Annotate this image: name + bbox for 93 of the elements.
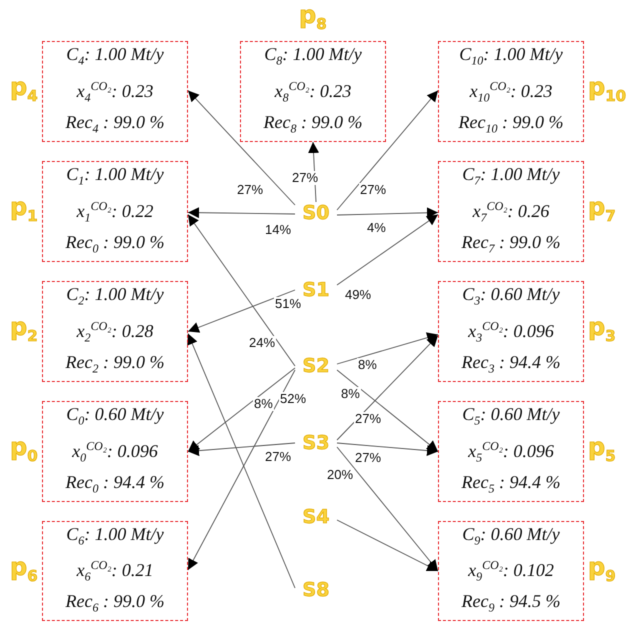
parameter-text: x$_{2}$$^{CO₂}$: 0.28 (76, 318, 154, 346)
parameter-text: C$_{0}$: 0.60 Mt/y (66, 404, 164, 430)
arrow (336, 442, 438, 456)
source-label: S0 (297, 202, 335, 224)
parameter-text: Rec$_{7}$ : 99.0 % (462, 232, 560, 258)
edge-label: 27% (236, 183, 264, 197)
parameter-text: Rec$_{10}$ : 99.0 % (458, 112, 564, 138)
arrow (336, 520, 438, 572)
node-label: p$_{7}$ (588, 194, 616, 227)
source-label: S2 (297, 355, 335, 377)
edge-label: 27% (354, 451, 382, 465)
arrow (188, 214, 296, 366)
node-label: p$_{2}$ (10, 314, 38, 347)
arrow (336, 332, 438, 364)
edge-label: 20% (326, 468, 354, 482)
arrow (336, 335, 438, 440)
node-label: p$_{8}$ (299, 2, 327, 35)
parameter-text: x$_{1}$$^{CO₂}$: 0.22 (76, 198, 154, 226)
arrow (336, 214, 438, 286)
edge-label: 27% (354, 412, 382, 426)
process-box (438, 41, 584, 142)
parameter-text: x$_{5}$$^{CO₂}$: 0.096 (468, 438, 554, 466)
parameter-text: C$_{1}$: 1.00 Mt/y (66, 164, 164, 190)
arrow (336, 446, 438, 572)
parameter-text: C$_{6}$: 1.00 Mt/y (66, 524, 164, 550)
process-box (438, 161, 584, 262)
arrow (187, 333, 296, 588)
arrow (188, 290, 296, 333)
parameter-text: Rec$_{0}$ : 99.0 % (66, 232, 164, 258)
arrow (188, 370, 296, 570)
process-box (438, 281, 584, 382)
node-label: p$_{5}$ (588, 434, 616, 467)
process-box (42, 521, 188, 621)
node-label: p$_{9}$ (588, 554, 616, 586)
parameter-text: Rec$_{9}$ : 94.5 % (462, 591, 560, 617)
edge-label: 8% (357, 358, 378, 372)
arrow (188, 90, 296, 206)
parameter-text: Rec$_{3}$ : 94.4 % (462, 352, 560, 378)
process-box (42, 401, 188, 502)
source-label: S8 (297, 579, 335, 601)
arrow (188, 207, 296, 218)
process-box (42, 281, 188, 382)
process-box (240, 41, 386, 142)
arrow (336, 207, 438, 218)
arrow (336, 90, 438, 210)
edge-label: 4% (366, 221, 387, 235)
parameter-text: C$_{9}$: 0.60 Mt/y (462, 524, 560, 550)
parameter-text: x$_{8}$$^{CO₂}$: 0.23 (274, 78, 352, 106)
parameter-text: Rec$_{2}$ : 99.0 % (66, 352, 164, 378)
node-label: p$_{3}$ (588, 314, 616, 347)
edge-label: 8% (340, 387, 361, 401)
arrow (188, 442, 296, 456)
parameter-text: C$_{3}$: 0.60 Mt/y (462, 284, 560, 310)
parameter-text: Rec$_{8}$ : 99.0 % (264, 112, 362, 138)
parameter-text: C$_{7}$: 1.00 Mt/y (462, 164, 560, 190)
node-label: p$_{1}$ (10, 194, 38, 227)
node-label: p$_{0}$ (10, 434, 38, 467)
parameter-text: Rec$_{4}$ : 99.0 % (66, 112, 164, 138)
edge-label: 49% (344, 288, 372, 302)
parameter-text: x$_{7}$$^{CO₂}$: 0.26 (472, 198, 550, 226)
node-label: p$_{4}$ (10, 74, 38, 107)
process-box (438, 521, 584, 621)
arrow (188, 368, 296, 452)
parameter-text: C$_{10}$: 1.00 Mt/y (459, 44, 563, 70)
edge-label: 14% (264, 223, 292, 237)
edge-label: 27% (291, 171, 320, 185)
node-label: p$_{6}$ (10, 554, 38, 586)
parameter-text: x$_{6}$$^{CO₂}$: 0.21 (76, 557, 154, 586)
parameter-text: C$_{2}$: 1.00 Mt/y (66, 284, 164, 310)
parameter-text: C$_{5}$: 0.60 Mt/y (462, 404, 560, 430)
parameter-text: Rec$_{0}$ : 94.4 % (66, 472, 164, 498)
parameter-text: C$_{4}$: 1.00 Mt/y (66, 44, 164, 70)
source-label: S3 (297, 432, 335, 454)
edge-label: 24% (248, 336, 276, 350)
parameter-text: x$_{3}$$^{CO₂}$: 0.096 (468, 318, 554, 346)
parameter-text: x$_{0}$$^{CO₂}$: 0.096 (72, 438, 158, 466)
edge-label: 52% (279, 392, 308, 406)
parameter-text: x$_{9}$$^{CO₂}$: 0.102 (468, 557, 554, 586)
parameter-text: C$_{8}$: 1.00 Mt/y (264, 44, 362, 70)
node-label: p$_{10}$ (588, 74, 626, 107)
process-box (42, 41, 188, 142)
parameter-text: x$_{4}$$^{CO₂}$: 0.23 (76, 78, 154, 106)
parameter-text: Rec$_{6}$ : 99.0 % (66, 591, 164, 617)
parameter-text: Rec$_{5}$ : 94.4 % (462, 472, 560, 498)
arrow (336, 370, 438, 452)
process-box (42, 161, 188, 262)
process-box (438, 401, 584, 502)
edge-label: 27% (264, 450, 292, 464)
source-label: S4 (297, 506, 335, 528)
edge-label: 8% (253, 397, 274, 411)
parameter-text: x$_{10}$$^{CO₂}$: 0.23 (470, 78, 552, 106)
edge-label: 27% (359, 183, 388, 197)
edge-label: 51% (274, 297, 302, 311)
